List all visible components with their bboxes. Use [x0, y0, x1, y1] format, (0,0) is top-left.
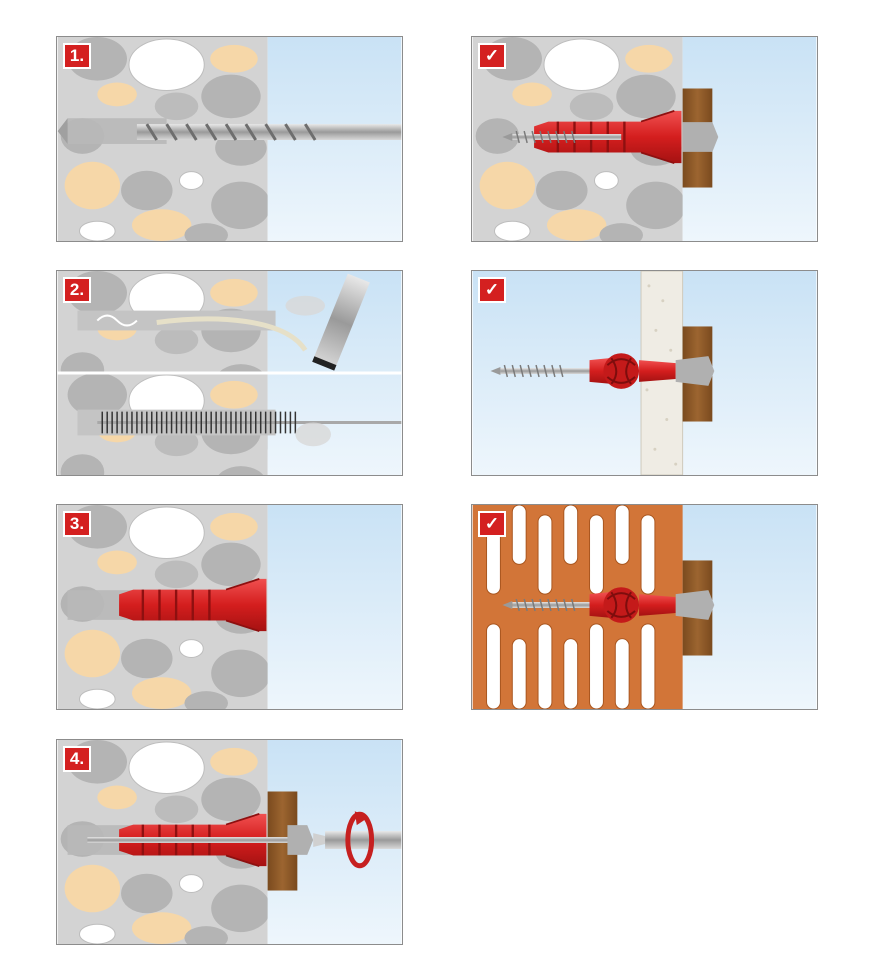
step3-badge: 3.	[63, 511, 91, 537]
check-icon: ✓	[478, 43, 506, 69]
step1-badge: 1.	[63, 43, 91, 69]
hollow-brick-result-panel: ✓	[471, 504, 818, 710]
step2-badge: 2.	[63, 277, 91, 303]
step4-badge: 4.	[63, 746, 91, 772]
drill-bit-icon	[57, 118, 402, 144]
check-icon: ✓	[478, 511, 506, 537]
blow-pump-icon	[77, 273, 370, 371]
anchor-icon	[589, 353, 676, 389]
anchor-icon	[589, 587, 676, 623]
plasterboard-result-panel: ✓	[471, 270, 818, 476]
step3-insert-anchor-panel: 3.	[56, 504, 403, 710]
cleaning-brush-icon	[77, 409, 402, 447]
step1-drilling-panel: 1.	[56, 36, 403, 242]
step4-screw-panel: 4.	[56, 739, 403, 945]
concrete-result-panel: ✓	[471, 36, 818, 242]
check-icon: ✓	[478, 277, 506, 303]
rotation-arrow-icon	[345, 811, 375, 869]
screwdriver-icon	[313, 831, 402, 849]
step2-cleaning-panel: 2.	[56, 270, 403, 476]
